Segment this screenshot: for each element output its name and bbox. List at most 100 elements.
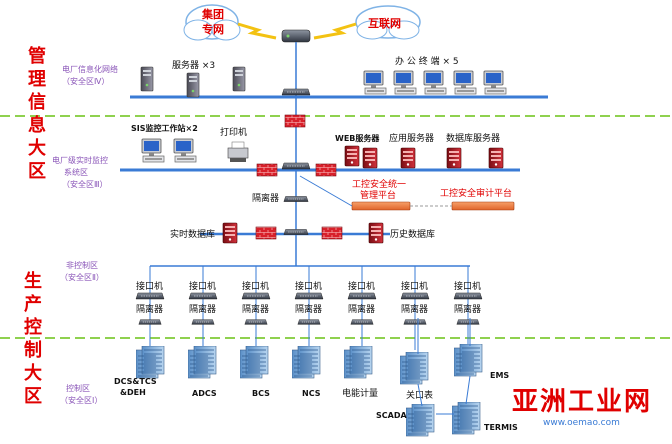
svg-text:大: 大: [24, 362, 42, 384]
isolator-icon: [456, 319, 480, 325]
office-pc-icon: [393, 70, 417, 95]
isolator-icon: [283, 195, 309, 203]
histdb-icon: [368, 222, 384, 244]
group-network-cloud: 集团 专网: [183, 4, 241, 41]
histdb-label: 历史数据库: [390, 228, 435, 240]
interface-machine-label: 接口机: [242, 280, 269, 292]
sis-workstation-icon: [141, 138, 165, 163]
watermark-logo: 亚洲工业网 www.oemao.com: [512, 387, 652, 428]
interface-machine-icon: [294, 292, 324, 300]
sis-workstation-icon: [173, 138, 197, 163]
interface-machine-icon: [188, 292, 218, 300]
svg-text:www.oemao.com: www.oemao.com: [543, 418, 620, 428]
isolator-label: 隔离器: [454, 303, 481, 315]
lightning-icon: [237, 22, 277, 40]
interface-machine-icon: [135, 292, 165, 300]
svg-text:电厂信息化网络: 电厂信息化网络: [62, 64, 118, 74]
isolator-label: 隔离器: [295, 303, 322, 315]
gateway-meter-icon: [400, 352, 429, 385]
termis-label: TERMIS: [484, 423, 518, 432]
ems-icon: [454, 344, 483, 377]
bcs-icon: [240, 346, 269, 379]
svg-text:（安全区Ⅰ）: （安全区Ⅰ）: [60, 395, 102, 405]
scada-label: SCADA: [376, 411, 407, 420]
zone2-label: 非控制区 （安全区Ⅱ）: [60, 260, 104, 282]
isolator-icon: [403, 319, 427, 325]
isolator-icon: [297, 319, 321, 325]
interface-machine-icon: [453, 292, 483, 300]
svg-text:非控制区: 非控制区: [66, 260, 98, 270]
svg-text:管: 管: [28, 45, 46, 67]
interface-machine-icon: [400, 292, 430, 300]
svg-text:工控安全审计平台: 工控安全审计平台: [440, 187, 512, 199]
ems-label: EMS: [490, 371, 509, 380]
firewall-icon: [256, 163, 278, 177]
svg-text:集团: 集团: [201, 7, 224, 21]
interface-machine-label: 接口机: [401, 280, 428, 292]
router-icon: [281, 29, 311, 43]
lightning-icon: [313, 22, 357, 40]
zone1-label: 控制区 （安全区Ⅰ）: [60, 383, 102, 405]
dcs-label: DCS&TCS: [114, 377, 157, 386]
web-server-icon: [362, 147, 378, 169]
platform-link: [299, 175, 353, 207]
interface-machine-label: 接口机: [348, 280, 375, 292]
mgmt-zone-big-label: 管 理 信 息 大 区: [28, 45, 46, 182]
server-tower-icon: [140, 66, 154, 92]
svg-text:（安全区Ⅱ）: （安全区Ⅱ）: [60, 272, 104, 282]
scada-icon: [406, 404, 435, 437]
interface-machine-label: 接口机: [189, 280, 216, 292]
svg-text:（安全区Ⅲ）: （安全区Ⅲ）: [62, 179, 108, 189]
ncs-icon: [292, 346, 321, 379]
zone4-label: 电厂信息化网络 （安全区Ⅳ）: [62, 64, 118, 86]
dcs-label-2: &DEH: [120, 388, 146, 397]
printer-label: 打印机: [220, 126, 247, 138]
svg-text:信: 信: [28, 91, 46, 113]
isolator-label: 隔离器: [242, 303, 269, 315]
svg-text:系统区: 系统区: [64, 167, 88, 177]
svg-text:互联网: 互联网: [368, 16, 401, 30]
svg-text:控: 控: [24, 316, 42, 338]
interface-machine-label: 接口机: [454, 280, 481, 292]
firewall-icon: [315, 163, 337, 177]
svg-text:亚洲工业网: 亚洲工业网: [512, 387, 652, 417]
security-mgmt-platform: 工控安全统一 管理平台: [351, 178, 411, 211]
svg-text:（安全区Ⅳ）: （安全区Ⅳ）: [62, 76, 109, 86]
app-server-icon: [400, 147, 416, 169]
svg-text:电厂级实时监控: 电厂级实时监控: [52, 155, 108, 165]
svg-text:产: 产: [24, 293, 42, 315]
termis-icon: [452, 402, 481, 435]
termis-link: [465, 375, 471, 405]
db-server-icon: [488, 147, 504, 169]
printer-icon: [227, 141, 249, 162]
energy-meter-icon: [344, 346, 373, 379]
isolator-icon: [138, 319, 162, 325]
web-server-label: WEB服务器: [335, 133, 380, 143]
firewall-icon: [284, 114, 306, 128]
adcs-label: ADCS: [192, 389, 217, 398]
db-server-label: 数据库服务器: [446, 132, 500, 144]
bcs-label: BCS: [252, 389, 270, 398]
energy-meter-label: 电能计量: [342, 387, 378, 399]
svg-text:管理平台: 管理平台: [360, 189, 396, 201]
scada-link: [417, 383, 423, 407]
office-pc-icon: [453, 70, 477, 95]
isolator-label: 隔离器: [252, 192, 279, 204]
isolator-icon: [350, 319, 374, 325]
svg-text:理: 理: [28, 69, 46, 90]
svg-text:制: 制: [24, 340, 42, 361]
isolator-label: 隔离器: [189, 303, 216, 315]
interface-layer: 接口机隔离器接口机隔离器接口机隔离器接口机隔离器接口机隔离器接口机隔离器接口机隔…: [135, 266, 483, 350]
isolator-icon: [244, 319, 268, 325]
isolator-label: 隔离器: [401, 303, 428, 315]
svg-text:工控安全统一: 工控安全统一: [352, 178, 406, 190]
svg-text:区: 区: [24, 386, 42, 407]
svg-text:控制区: 控制区: [66, 383, 90, 393]
zone3-label: 电厂级实时监控 系统区 （安全区Ⅲ）: [52, 155, 108, 189]
server-tower-icon: [232, 66, 246, 92]
servers-label: 服务器 ×3: [172, 59, 215, 71]
core-switch-icon: [281, 88, 311, 96]
office-terminals-label: 办 公 终 端 × 5: [395, 55, 459, 67]
svg-text:专网: 专网: [202, 22, 224, 36]
svg-text:区: 区: [28, 161, 46, 182]
